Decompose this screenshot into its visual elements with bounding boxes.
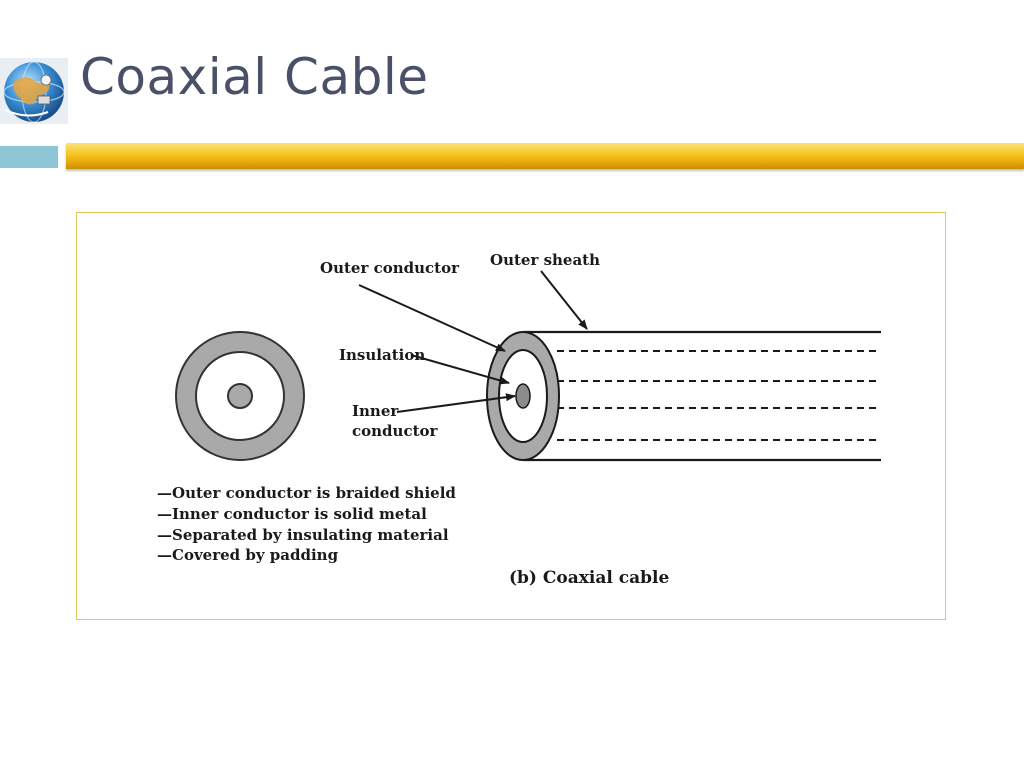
arrow-outer-sheath [540, 270, 588, 330]
bullet-list: —Outer conductor is braided shield —Inne… [157, 484, 456, 564]
label-outer-sheath: Outer sheath [490, 251, 600, 269]
cable-side-view [486, 330, 881, 462]
globe-logo-icon [0, 58, 68, 124]
cable-end-inner-conductor [515, 383, 531, 409]
bullet-item: —Separated by insulating material [157, 526, 449, 544]
coaxial-cable-figure: Outer conductor Outer sheath Insulation … [76, 212, 946, 620]
cross-section-inner-conductor [227, 383, 253, 409]
label-insulation: Insulation [339, 346, 425, 364]
arrow-insulation [410, 354, 510, 385]
figure-caption: (b) Coaxial cable [509, 568, 669, 588]
accent-bar-blue [0, 146, 58, 168]
callout-arrows [358, 270, 588, 413]
bullet-item: —Inner conductor is solid metal [157, 505, 427, 523]
accent-bar-gold [66, 143, 1024, 169]
label-inner-line1: Inner [352, 402, 399, 420]
arrow-inner-conductor [396, 393, 516, 413]
bullet-item: —Outer conductor is braided shield [157, 484, 456, 502]
label-inner-line2: conductor [352, 422, 439, 440]
bullet-item: —Covered by padding [157, 546, 339, 564]
arrow-outer-conductor [358, 284, 506, 352]
slide-title: Coaxial Cable [80, 48, 429, 106]
coaxial-diagram: Outer conductor Outer sheath Insulation … [157, 251, 881, 588]
cross-section [175, 331, 305, 461]
label-outer-conductor: Outer conductor [320, 259, 460, 277]
